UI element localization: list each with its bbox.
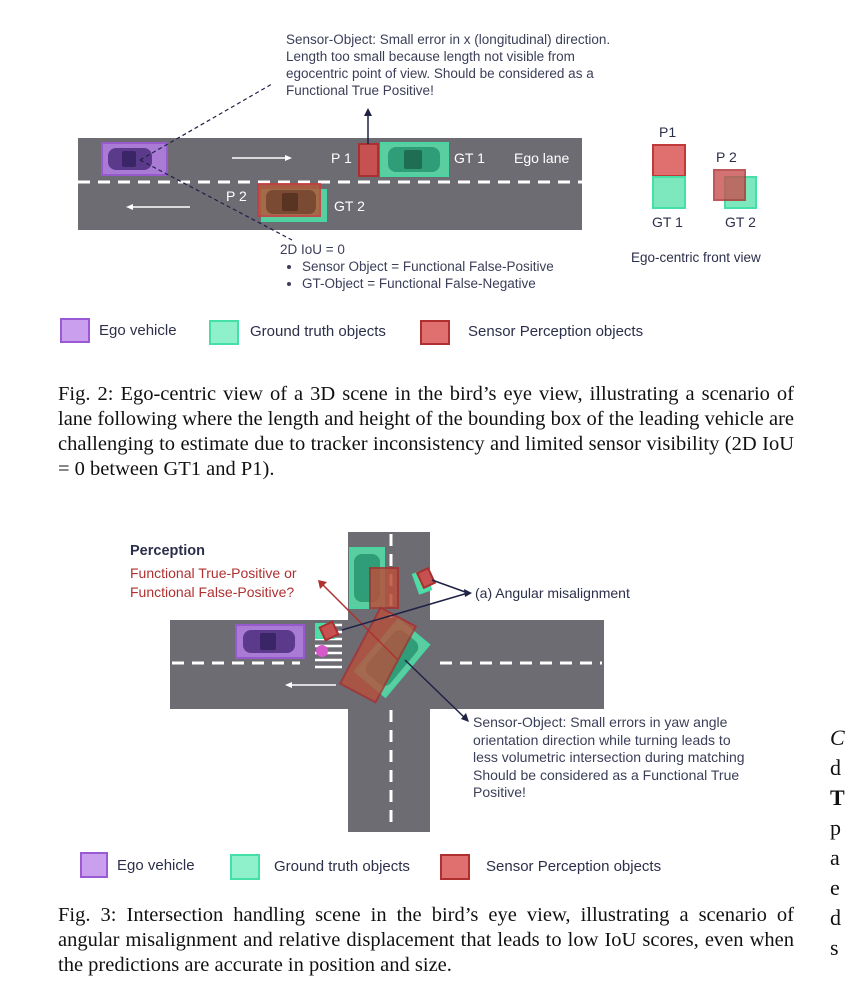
fig2-legend-gt-label: Ground truth objects xyxy=(250,323,386,340)
fig2-scene xyxy=(78,83,757,241)
right-column-letter: p xyxy=(830,815,841,840)
fig3-perception-question-line: Functional False-Positive? xyxy=(130,584,295,600)
fig3-direction-arrow-left xyxy=(285,682,336,688)
fig3-legend-ego-swatch xyxy=(80,852,108,878)
fig2-sensor-note-line: Length too small because length not visi… xyxy=(286,49,575,64)
fig2-label-p1: P 1 xyxy=(331,150,352,166)
fig3-scene xyxy=(170,532,604,832)
right-column-letter: e xyxy=(830,875,840,900)
fig3-sensor-note-line: Positive! xyxy=(473,784,526,800)
fig2-ego-vehicle xyxy=(101,142,168,176)
fig3-sensor-note-line: Should be considered as a Functional Tru… xyxy=(473,766,740,783)
fig2-p1-box xyxy=(358,143,379,177)
fig2-direction-arrow-right xyxy=(232,155,292,161)
fig3-perception-title: Perception xyxy=(130,543,205,559)
fig3-pedestrian xyxy=(316,645,328,657)
fig3-sensor-note-line: less volumetric intersection during matc… xyxy=(473,749,745,765)
fig3-legend-gt-swatch xyxy=(230,854,260,880)
front-view-gt1-box xyxy=(652,176,686,209)
fig2-legend-sensor-label: Sensor Perception objects xyxy=(468,323,644,340)
fig3-perception-question-line: Functional True-Positive or xyxy=(130,565,297,581)
fig2-dashed-line-upper xyxy=(139,83,273,161)
fig2-caption: Fig. 2: Ego-centric view of a 3D scene i… xyxy=(58,383,794,480)
fig2-iou-item: GT-Object = Functional False-Negative xyxy=(302,275,620,292)
fig2-dashed-line-lower xyxy=(139,159,293,241)
front-view-label-p2: P 2 xyxy=(716,149,737,165)
fig2-legend-ego-label: Ego vehicle xyxy=(99,322,177,339)
fig2-sensor-note: Sensor-Object: Small error in x (longitu… xyxy=(286,31,706,99)
front-view-p2-box xyxy=(713,169,746,201)
fig2-iou-title: 2D IoU = 0 xyxy=(280,242,345,257)
fig2-label-ego-lane: Ego lane xyxy=(514,150,570,166)
fig3-small-sensor-box-left xyxy=(318,620,340,642)
fig3-sensor-box-top xyxy=(369,567,399,609)
fig3-legend-sensor-label: Sensor Perception objects xyxy=(486,858,662,875)
fig3-legend-ego-label: Ego vehicle xyxy=(117,857,195,874)
fig2-iou-item: Sensor Object = Functional False-Positiv… xyxy=(302,258,620,275)
fig2-direction-arrow-left xyxy=(126,204,190,210)
fig2-label-gt1: GT 1 xyxy=(454,150,485,166)
fig3-perception-arrow xyxy=(318,580,399,661)
fig3-sensor-note: Sensor-Object: Small errors in yaw angle… xyxy=(473,714,823,802)
fig2-sensor-note-line: Sensor-Object: Small error in x (longitu… xyxy=(286,32,611,47)
fig3-perception-question: Functional True-Positive or Functional F… xyxy=(130,564,297,602)
front-view-label-gt1: GT 1 xyxy=(652,214,683,230)
fig3-sensor-note-line: Sensor-Object: Small errors in yaw angle xyxy=(473,714,728,730)
fig3-sensor-note-arrow xyxy=(404,659,469,722)
fig3-caption: Fig. 3: Intersection handling scene in t… xyxy=(58,904,794,976)
fig2-label-p2: P 2 xyxy=(226,188,247,204)
right-column-letter: s xyxy=(830,935,839,960)
fig2-gt1-box xyxy=(380,142,449,177)
fig3-angular-label: (a) Angular misalignment xyxy=(475,585,630,601)
right-column-fragment: C d T p a e d s xyxy=(830,723,845,963)
right-column-letter: d xyxy=(830,905,841,930)
fig3-ego-vehicle xyxy=(235,624,305,659)
fig3-legend-sensor-swatch xyxy=(440,854,470,880)
fig2-sensor-note-line: egocentric point of view. Should be cons… xyxy=(286,66,594,81)
front-view-label-gt2: GT 2 xyxy=(725,214,756,230)
front-view-p1-box xyxy=(652,144,686,177)
right-column-letter: a xyxy=(830,845,840,870)
fig3-sensor-box-turning xyxy=(338,606,418,704)
front-view-title: Ego-centric front view xyxy=(631,250,761,265)
fig3-legend-gt-label: Ground truth objects xyxy=(274,858,410,875)
right-column-letter: d xyxy=(830,755,841,780)
fig2-legend-ego-swatch xyxy=(60,318,90,343)
fig2-p1-callout-arrow xyxy=(364,108,372,144)
fig3-angular-arrow xyxy=(341,579,472,631)
fig2-legend-gt-swatch xyxy=(209,320,239,345)
right-column-letter: T xyxy=(830,785,845,810)
fig3-small-sensor-box-right xyxy=(415,566,437,590)
fig2-label-gt2: GT 2 xyxy=(334,198,365,214)
fig2-iou-note: 2D IoU = 0 Sensor Object = Functional Fa… xyxy=(280,241,620,292)
fig2-legend-sensor-swatch xyxy=(420,320,450,345)
right-column-letter: C xyxy=(830,725,845,750)
front-view-label-p1: P1 xyxy=(659,124,677,140)
fig2-p2-box xyxy=(257,183,321,217)
fig2-sensor-note-line: Functional True Positive! xyxy=(286,83,434,98)
fig3-sensor-note-line: orientation direction while turning lead… xyxy=(473,731,731,748)
